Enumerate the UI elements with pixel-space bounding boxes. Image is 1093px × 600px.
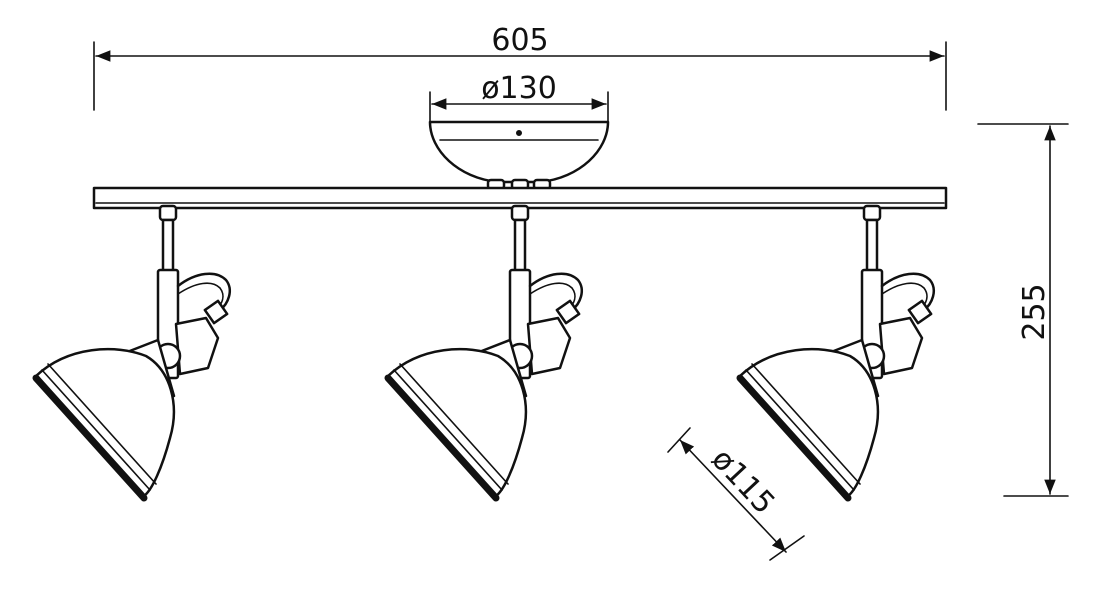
- spotlight-left: [36, 206, 230, 498]
- height-dimension-label: 255: [1017, 283, 1052, 340]
- canopy-diameter-label: ø130: [481, 71, 557, 106]
- width-dimension: 605: [93, 23, 947, 111]
- mounting-bar: [92, 186, 948, 210]
- shade-diameter-dimension: ø115: [667, 427, 805, 561]
- canopy-diameter-dimension: ø130: [429, 71, 609, 123]
- spotlight-center: [388, 206, 582, 498]
- ceiling-canopy: [428, 120, 610, 191]
- spotlight-right: [740, 206, 934, 498]
- shade-diameter-label: ø115: [704, 442, 781, 521]
- height-dimension: 255: [977, 123, 1069, 497]
- width-dimension-label: 605: [491, 23, 548, 58]
